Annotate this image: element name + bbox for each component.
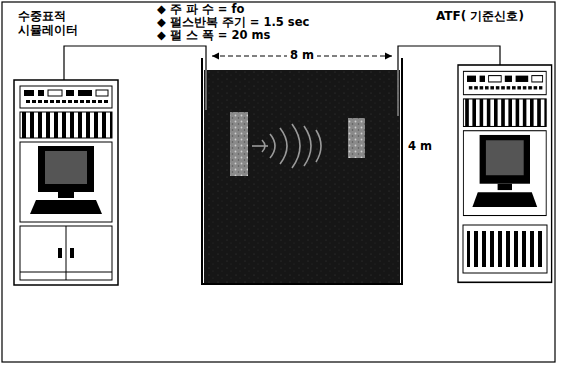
- water-tank: [204, 70, 400, 283]
- sound-waves: [252, 124, 321, 168]
- simulator-rack: [70, 248, 74, 258]
- signal-cable: [64, 46, 206, 80]
- sound-waves: [270, 134, 275, 158]
- cable-in-water: [206, 70, 207, 110]
- signal-cable: [398, 46, 500, 70]
- hydrophone: [348, 118, 365, 158]
- atf-rack: [458, 65, 552, 282]
- dimension-label: 4 m: [408, 140, 432, 153]
- simulator-rack-node: 수중표적 시뮬레이터: [10, 6, 128, 284]
- sound-waves: [304, 126, 311, 166]
- atf-rack-node: ATF( 기준신호): [430, 6, 554, 286]
- simulator-rack: [14, 80, 118, 285]
- simulator-rack: [20, 226, 112, 280]
- atf-rack: [463, 225, 547, 273]
- simulator-rack: [58, 248, 62, 258]
- parameter-note: ◆ 주 파 수 = fo: [157, 3, 244, 16]
- atf-rack: [467, 231, 543, 267]
- simulator-rack: [14, 80, 118, 285]
- parameter-note: ◆ 펄스반복 주기 = 1.5 sec: [157, 16, 309, 29]
- equipment-label: ATF( 기준신호): [436, 10, 524, 24]
- tank-floor: [201, 283, 403, 285]
- tank-wall: [201, 58, 203, 284]
- simulator-rack: [20, 272, 112, 273]
- sound-waves: [292, 124, 300, 168]
- atf-rack: [458, 65, 552, 282]
- dimension-label: 8 m: [287, 49, 317, 62]
- figure-frame: [2, 2, 555, 362]
- tank-wall: [401, 58, 403, 284]
- sound-waves: [252, 145, 268, 147]
- transducer: [230, 112, 248, 176]
- parameter-note: ◆ 펄 스 폭 = 20 ms: [157, 29, 270, 42]
- sound-waves: [316, 130, 321, 162]
- cable-in-water: [398, 70, 399, 116]
- sound-waves: [280, 128, 287, 164]
- equipment-label: 수중표적 시뮬레이터: [18, 10, 88, 38]
